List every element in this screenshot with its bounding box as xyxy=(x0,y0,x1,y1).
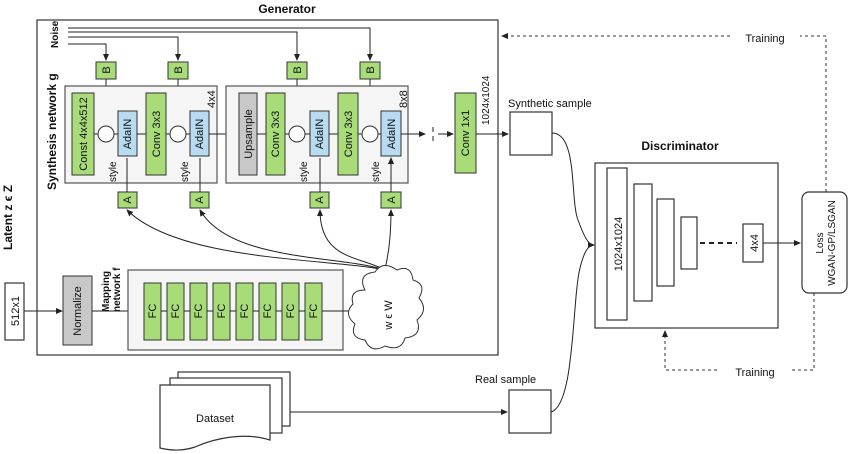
fc-label: FC xyxy=(308,304,320,319)
res-label-4x4: 4x4 xyxy=(206,90,218,108)
discriminator-title: Discriminator xyxy=(641,139,719,153)
a-label: A xyxy=(386,196,398,204)
fc-label: FC xyxy=(239,304,251,319)
real-sample-box xyxy=(508,389,552,434)
style-a-blocks: A A A A xyxy=(117,191,402,209)
w-label: w ϵ W xyxy=(383,300,395,331)
conv3-label: Conv 3x3 xyxy=(151,111,163,157)
conv1x1-label: Conv 1x1 xyxy=(460,110,472,156)
conv3-label: Conv 3x3 xyxy=(270,111,282,157)
fc-blocks: FC FC FC FC FC FC FC FC xyxy=(143,282,323,341)
noise-label: Noise xyxy=(50,20,61,48)
style-label: style xyxy=(371,161,382,182)
fc-label: FC xyxy=(285,304,297,319)
conv3-block xyxy=(265,92,286,176)
w-latent-cloud xyxy=(348,265,424,350)
synthetic-sample-label: Synthetic sample xyxy=(508,98,592,110)
disc-layer xyxy=(680,216,698,270)
loss-label: Loss xyxy=(815,232,826,253)
b-label: B xyxy=(173,66,185,73)
disc-layer xyxy=(656,198,675,287)
noise-add-node xyxy=(361,125,379,143)
adain-block xyxy=(309,110,330,157)
adain-block xyxy=(117,110,138,157)
normalize-label: Normalize xyxy=(72,286,84,336)
real-sample-label: Real sample xyxy=(475,374,536,386)
training-loop-generator xyxy=(501,33,827,192)
fc-label: FC xyxy=(216,304,228,319)
conv3-label: Conv 3x3 xyxy=(343,111,355,157)
b-label: B xyxy=(101,66,113,73)
training-label-bottom: Training xyxy=(735,367,774,379)
fc-label: FC xyxy=(147,304,159,319)
w-to-a-curves xyxy=(126,209,394,271)
output-res-label: 1024x1024 xyxy=(481,75,492,125)
a-label: A xyxy=(194,196,206,204)
style-label: style xyxy=(180,161,191,182)
disc-last-res: 4x4 xyxy=(749,234,761,252)
noise-lines xyxy=(68,27,373,61)
a-label: A xyxy=(314,196,326,204)
disc-layer xyxy=(633,183,653,302)
const-block xyxy=(71,92,95,176)
conv3-block xyxy=(145,92,167,176)
mapping-label: Mapping xyxy=(101,271,112,312)
noise-add-node xyxy=(288,125,306,143)
res-label-8x8: 8x8 xyxy=(398,90,410,108)
synthesis-label: Synthesis network g xyxy=(45,73,59,190)
disc-first-res: 1024x1024 xyxy=(613,217,625,271)
adain-label: AdaIN xyxy=(386,119,398,150)
b-label: B xyxy=(365,66,377,73)
b-label: B xyxy=(292,66,304,73)
generator-title: Generator xyxy=(258,2,316,16)
conv3-block xyxy=(337,92,359,176)
noise-add-node xyxy=(169,125,187,143)
style-label: style xyxy=(108,161,119,182)
dataset-stack xyxy=(159,371,291,451)
synthetic-sample-box xyxy=(509,111,553,156)
adain-label: AdaIN xyxy=(194,119,206,150)
fc-label: FC xyxy=(170,304,182,319)
mapping-label-2: network f xyxy=(112,267,123,312)
style-arrows xyxy=(126,158,391,192)
style-label: style xyxy=(299,161,310,182)
fc-label: FC xyxy=(193,304,205,319)
latent-size: 512x1 xyxy=(10,296,22,326)
dataset-label: Dataset xyxy=(196,413,234,425)
const-label: Const 4x4x512 xyxy=(78,97,90,170)
loss-box xyxy=(801,191,848,294)
training-label-top: Training xyxy=(745,33,784,45)
loss-type: WGAN-GP/LSGAN xyxy=(827,200,838,286)
upsample-label: Upsample xyxy=(243,109,255,159)
adain-label: AdaIN xyxy=(314,119,326,150)
noise-add-node xyxy=(97,125,115,143)
fc-label: FC xyxy=(262,304,274,319)
latent-label: Latent z ϵ Z xyxy=(1,185,15,250)
adain-label: AdaIN xyxy=(122,119,134,150)
upsample-block xyxy=(238,92,258,176)
conv1x1-block xyxy=(454,92,477,174)
disc-layer-1024 xyxy=(606,167,628,321)
a-label: A xyxy=(122,196,134,204)
